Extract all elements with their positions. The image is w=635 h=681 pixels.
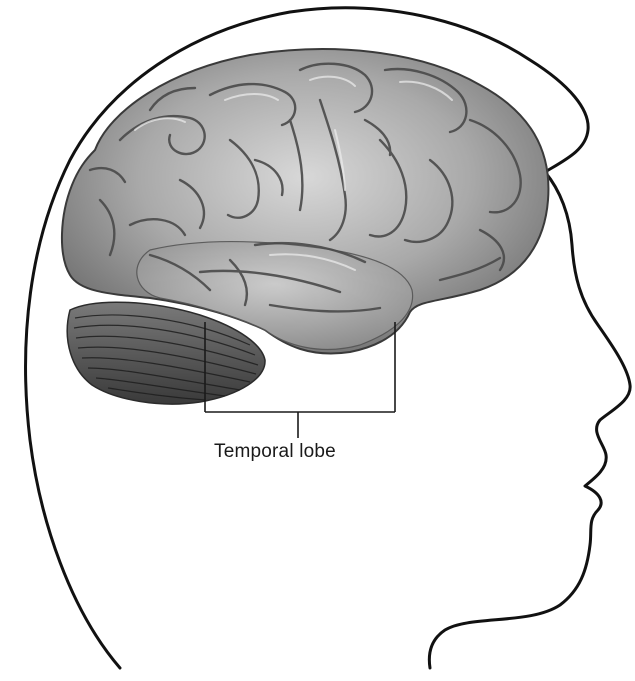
temporal-lobe-label: Temporal lobe [214,441,336,463]
